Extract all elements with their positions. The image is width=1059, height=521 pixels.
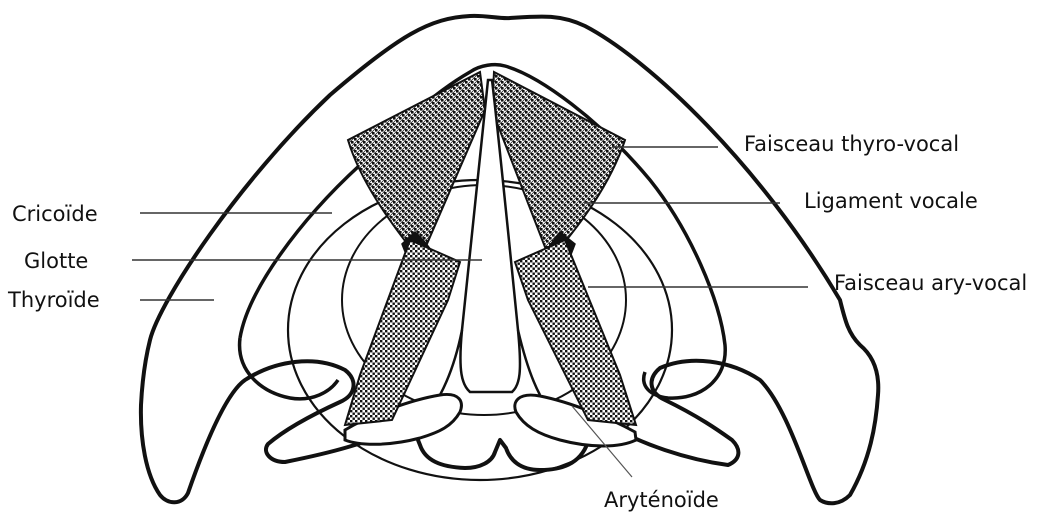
label-thyroide: Thyroïde — [8, 288, 100, 312]
label-faisceau-thyro-vocal: Faisceau thyro-vocal — [744, 132, 959, 156]
label-faisceau-ary-vocal: Faisceau ary-vocal — [834, 271, 1027, 295]
label-ligament-vocale: Ligament vocale — [804, 189, 978, 213]
label-glotte: Glotte — [24, 249, 88, 273]
label-arytenoide: Aryténoïde — [604, 488, 719, 512]
label-cricoide: Cricoïde — [12, 202, 98, 226]
